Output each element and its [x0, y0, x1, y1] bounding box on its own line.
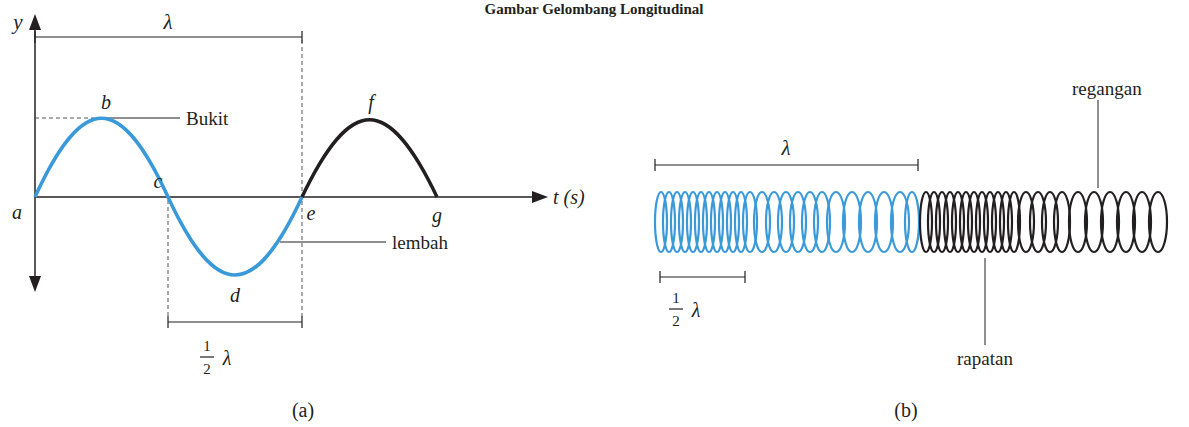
t-axis — [35, 196, 536, 198]
sine-wave-black — [302, 120, 437, 197]
axis-arrowhead — [29, 14, 41, 30]
axes — [35, 26, 536, 280]
axis-arrowhead — [532, 191, 548, 203]
spring-black — [920, 192, 1167, 252]
sine-wave-blue — [35, 118, 302, 275]
point-label: b — [101, 92, 111, 112]
wavelength-label: λ — [163, 12, 172, 33]
axis-arrowhead — [29, 276, 41, 292]
axis-label: t (s) — [553, 187, 585, 207]
fraction-bar — [669, 308, 683, 309]
callout-label: Bukit — [186, 109, 228, 128]
panel-label: (b) — [894, 400, 917, 420]
point-label: a — [12, 202, 22, 222]
callout-label: rapatan — [957, 349, 1013, 368]
point-label: g — [432, 205, 442, 225]
point-label: c — [154, 171, 163, 191]
y-axis — [34, 26, 36, 280]
wavelength-label: λ — [223, 348, 232, 368]
point-label: e — [307, 203, 316, 223]
fraction-numerator: 1 — [203, 339, 211, 354]
wavelength-label: λ — [781, 138, 790, 159]
spring-blue — [655, 192, 919, 252]
leader-lines — [104, 100, 1098, 345]
callout-label: lembah — [392, 233, 448, 252]
fraction-denominator: 2 — [203, 362, 211, 377]
figure-title: Gambar Gelombang Longitudinal — [485, 2, 704, 17]
guide-lines — [35, 40, 302, 318]
fraction-numerator: 1 — [672, 291, 680, 306]
callout-label: regangan — [1072, 79, 1142, 98]
panel-label: (a) — [292, 400, 314, 420]
point-label: f — [368, 92, 374, 112]
wavelength-label: λ — [692, 300, 701, 320]
dimension-bars — [35, 31, 918, 357]
fraction-bar — [200, 356, 214, 357]
fraction-denominator: 2 — [672, 314, 680, 329]
point-label: d — [230, 285, 240, 305]
axis-label: y — [13, 12, 22, 33]
